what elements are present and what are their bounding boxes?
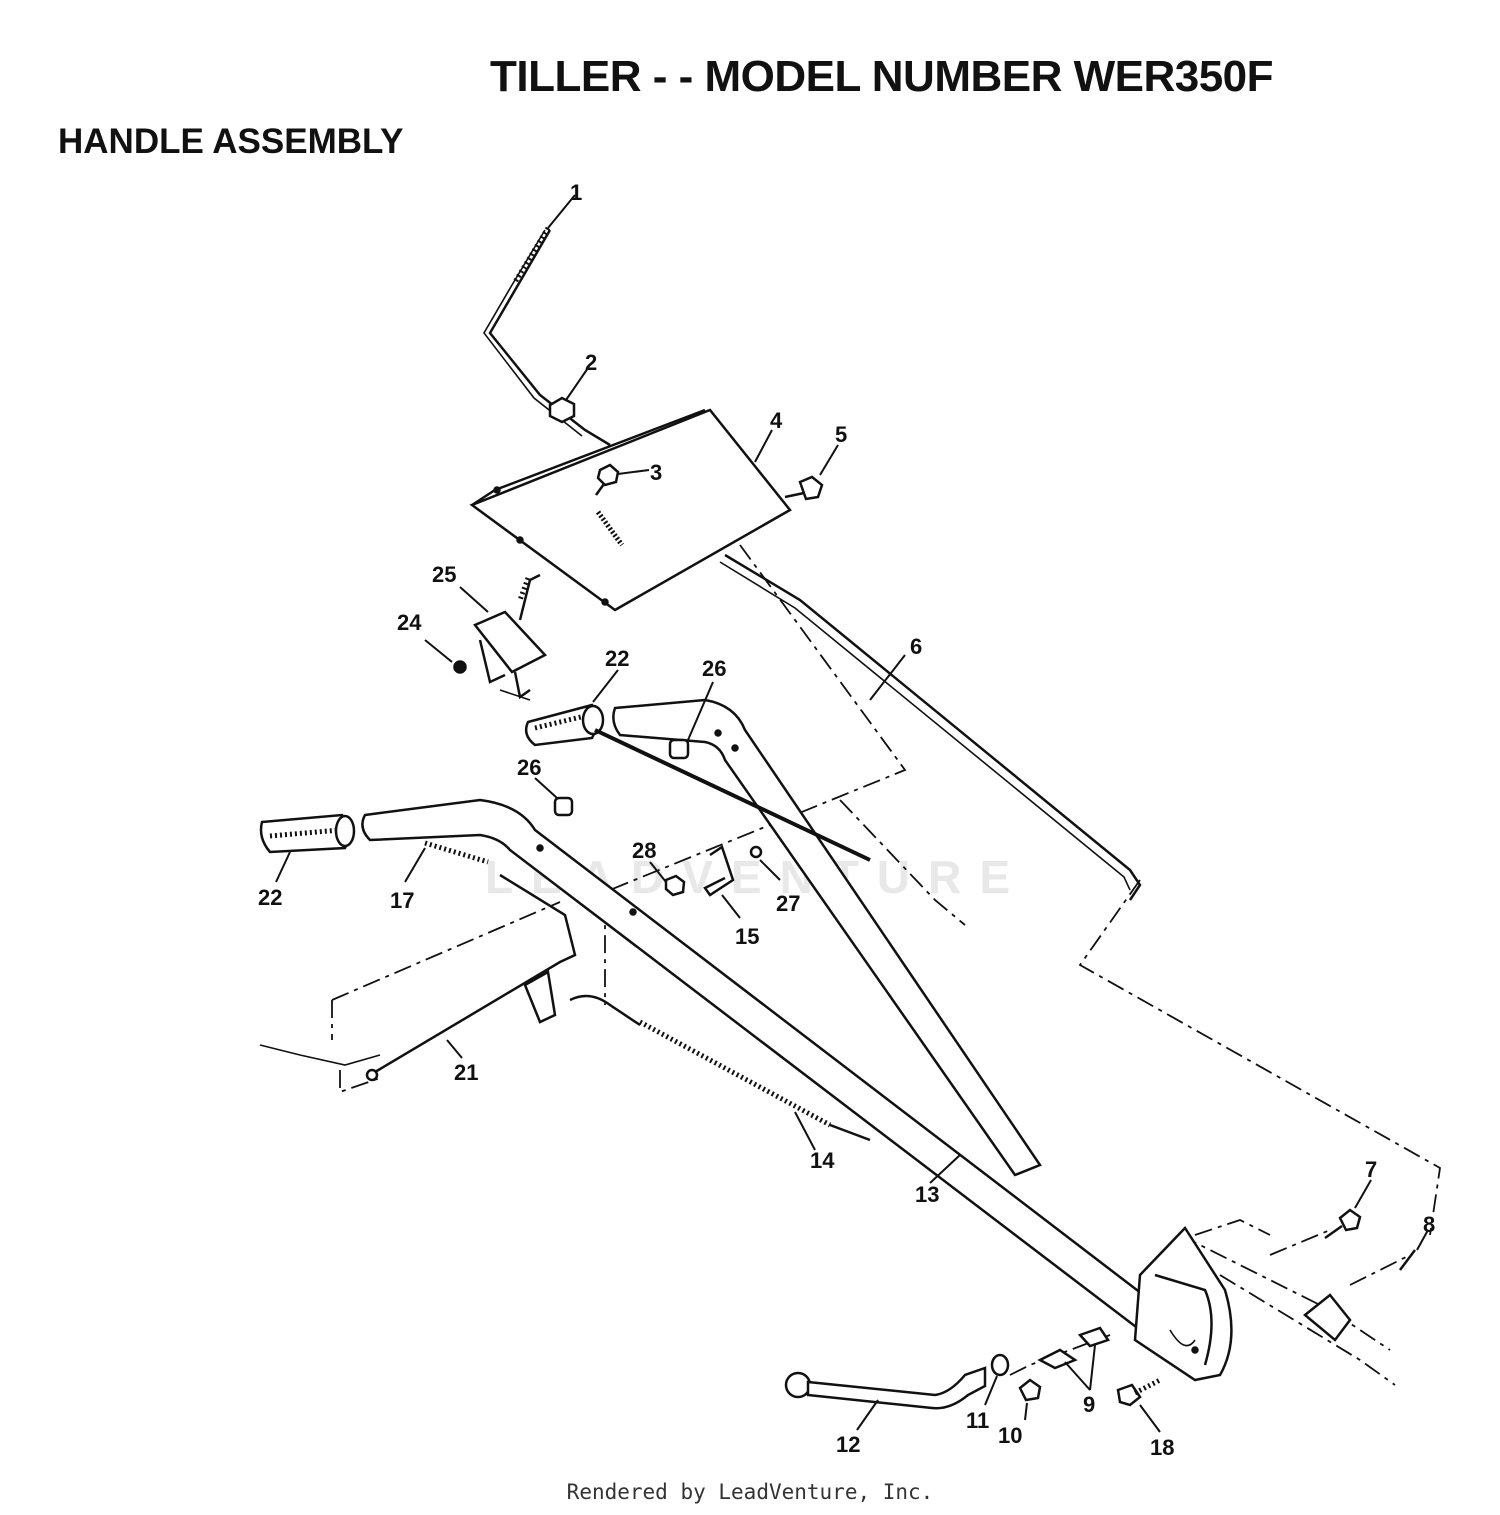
- callout-6: 6: [910, 634, 922, 659]
- callout-labels: 1 2 3 4 5 6 7 8 9 10 11 12 13 14 15 17 1…: [258, 180, 1435, 1460]
- control-panel-part-4: [469, 408, 792, 612]
- screw-part-3: [594, 463, 620, 496]
- cable-part-14: [569, 994, 871, 1142]
- right-handlebar: [612, 698, 1042, 1177]
- callout-27: 27: [776, 891, 800, 916]
- callout-17: 17: [390, 888, 414, 913]
- nut-part-10: [1018, 1378, 1042, 1402]
- diagram-title: TILLER - - MODEL NUMBER WER350F: [490, 52, 1274, 101]
- callout-21: 21: [454, 1060, 478, 1085]
- spacer-lower-part-26: [553, 796, 574, 817]
- grip-lower-part-22: [259, 813, 356, 854]
- footer-credit: Rendered by LeadVenture, Inc.: [566, 1480, 934, 1504]
- callout-25: 25: [432, 562, 456, 587]
- callout-11: 11: [966, 1408, 989, 1433]
- bolt-part-7: [1324, 1208, 1362, 1240]
- washer-part-11: [990, 1353, 1010, 1377]
- callout-12: 12: [836, 1432, 860, 1457]
- mount-bracket: [1133, 1225, 1233, 1382]
- callout-26-lower: 26: [517, 755, 541, 780]
- callout-10: 10: [998, 1423, 1022, 1448]
- lever-part-12: [784, 1366, 987, 1410]
- nut-part-28: [664, 874, 686, 897]
- bracket-part-15: [703, 845, 735, 897]
- callout-7: 7: [1365, 1157, 1377, 1182]
- callout-5: 5: [835, 422, 847, 447]
- callout-8: 8: [1423, 1212, 1435, 1237]
- callout-4: 4: [770, 408, 783, 433]
- callout-22-upper: 22: [605, 646, 629, 671]
- callout-1: 1: [570, 180, 582, 205]
- nut-part-24: [453, 660, 467, 674]
- throttle-cable: [499, 689, 871, 862]
- leader-lines: [275, 194, 1429, 1433]
- callout-26-upper: 26: [702, 656, 726, 681]
- control-rod-part-1: [483, 226, 611, 447]
- spring-part-17: [424, 840, 489, 865]
- grip-upper-part-22: [524, 703, 605, 747]
- callout-22-lower: 22: [258, 885, 282, 910]
- washer-part-27: [749, 845, 763, 859]
- callout-2: 2: [585, 350, 597, 375]
- bracket-part-25: [473, 573, 548, 700]
- callout-3: 3: [650, 460, 662, 485]
- callout-15: 15: [735, 924, 759, 949]
- callout-13: 13: [915, 1182, 939, 1207]
- callout-28: 28: [632, 838, 656, 863]
- callout-9: 9: [1083, 1392, 1095, 1417]
- left-handlebar-part-13: [361, 798, 1152, 1333]
- clip: [1303, 1293, 1352, 1342]
- pin-part-8: [1399, 1249, 1416, 1271]
- section-title: HANDLE ASSEMBLY: [58, 122, 404, 161]
- nut-part-2: [548, 396, 576, 424]
- callout-14: 14: [810, 1148, 835, 1173]
- bolt-part-18: [1116, 1377, 1162, 1407]
- callout-18: 18: [1150, 1435, 1174, 1460]
- long-rod-part-6: [719, 553, 1142, 901]
- spacer-upper-part-26: [668, 738, 690, 760]
- assembly-guide-lines: [331, 544, 1441, 1386]
- bolt-part-5: [784, 475, 824, 501]
- rod-part-21: [259, 873, 577, 1082]
- callout-24: 24: [397, 610, 422, 635]
